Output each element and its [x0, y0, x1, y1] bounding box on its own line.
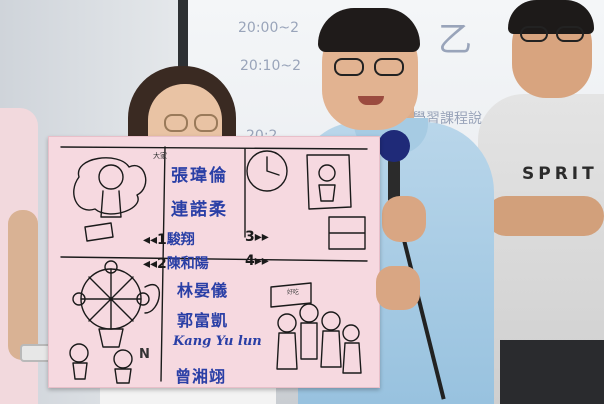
poster-tiny-note: 大家	[153, 152, 167, 160]
poster-letter-n: N	[139, 347, 150, 362]
hand-holding-poster	[376, 266, 420, 310]
whiteboard-time-1: 20:00~2	[238, 20, 299, 36]
right-student-pants	[500, 340, 604, 404]
whiteboard-time-2: 20:10~2	[240, 58, 301, 74]
speaker-mouth	[358, 96, 384, 105]
microphone-handle	[388, 158, 400, 204]
poster-name-3: 林晏儀	[177, 281, 229, 300]
speaker-glasses	[334, 58, 406, 78]
poster-name-1: 張瑋倫	[171, 166, 228, 186]
poster-name-6: 曾湘翊	[175, 367, 227, 386]
poster-name-2: 連諾柔	[171, 200, 228, 220]
right-student-crossed-arms	[486, 196, 604, 236]
poster-row-2-suffix: 4▸▸	[245, 253, 269, 269]
poster-drawings	[60, 146, 368, 384]
microphone-icon	[378, 130, 410, 162]
poster-row-1-prefix: ◂◂1	[143, 232, 167, 248]
whiteboard-glyph: 乙	[438, 20, 472, 60]
right-student-glasses	[520, 26, 586, 44]
left-person-arm	[8, 210, 38, 360]
poster-row-1: ◂◂1駿翔	[143, 229, 195, 249]
poster-row-2-prefix: ◂◂2	[143, 256, 167, 272]
poster-tiny-sign: 好吃	[287, 289, 300, 296]
poster-name-5: Kang Yu lun	[173, 334, 262, 349]
speaker-hair	[318, 8, 420, 52]
shirt-print: SPRIT	[522, 164, 598, 184]
hand-drawn-poster: 大家 張瑋倫 連諾柔 ◂◂1駿翔 3▸▸ ◂◂2陳和陽 4▸▸ 林晏儀 郭富凱 …	[48, 136, 380, 388]
poster-row-2: ◂◂2陳和陽	[143, 253, 209, 273]
speaker-hand	[382, 196, 426, 242]
poster-name-4: 郭富凱	[177, 311, 229, 330]
poster-row-2-name: 陳和陽	[166, 256, 209, 272]
poster-row-1-suffix: 3▸▸	[245, 229, 269, 245]
poster-row-1-name: 駿翔	[166, 232, 195, 248]
girl-glasses	[164, 114, 222, 134]
